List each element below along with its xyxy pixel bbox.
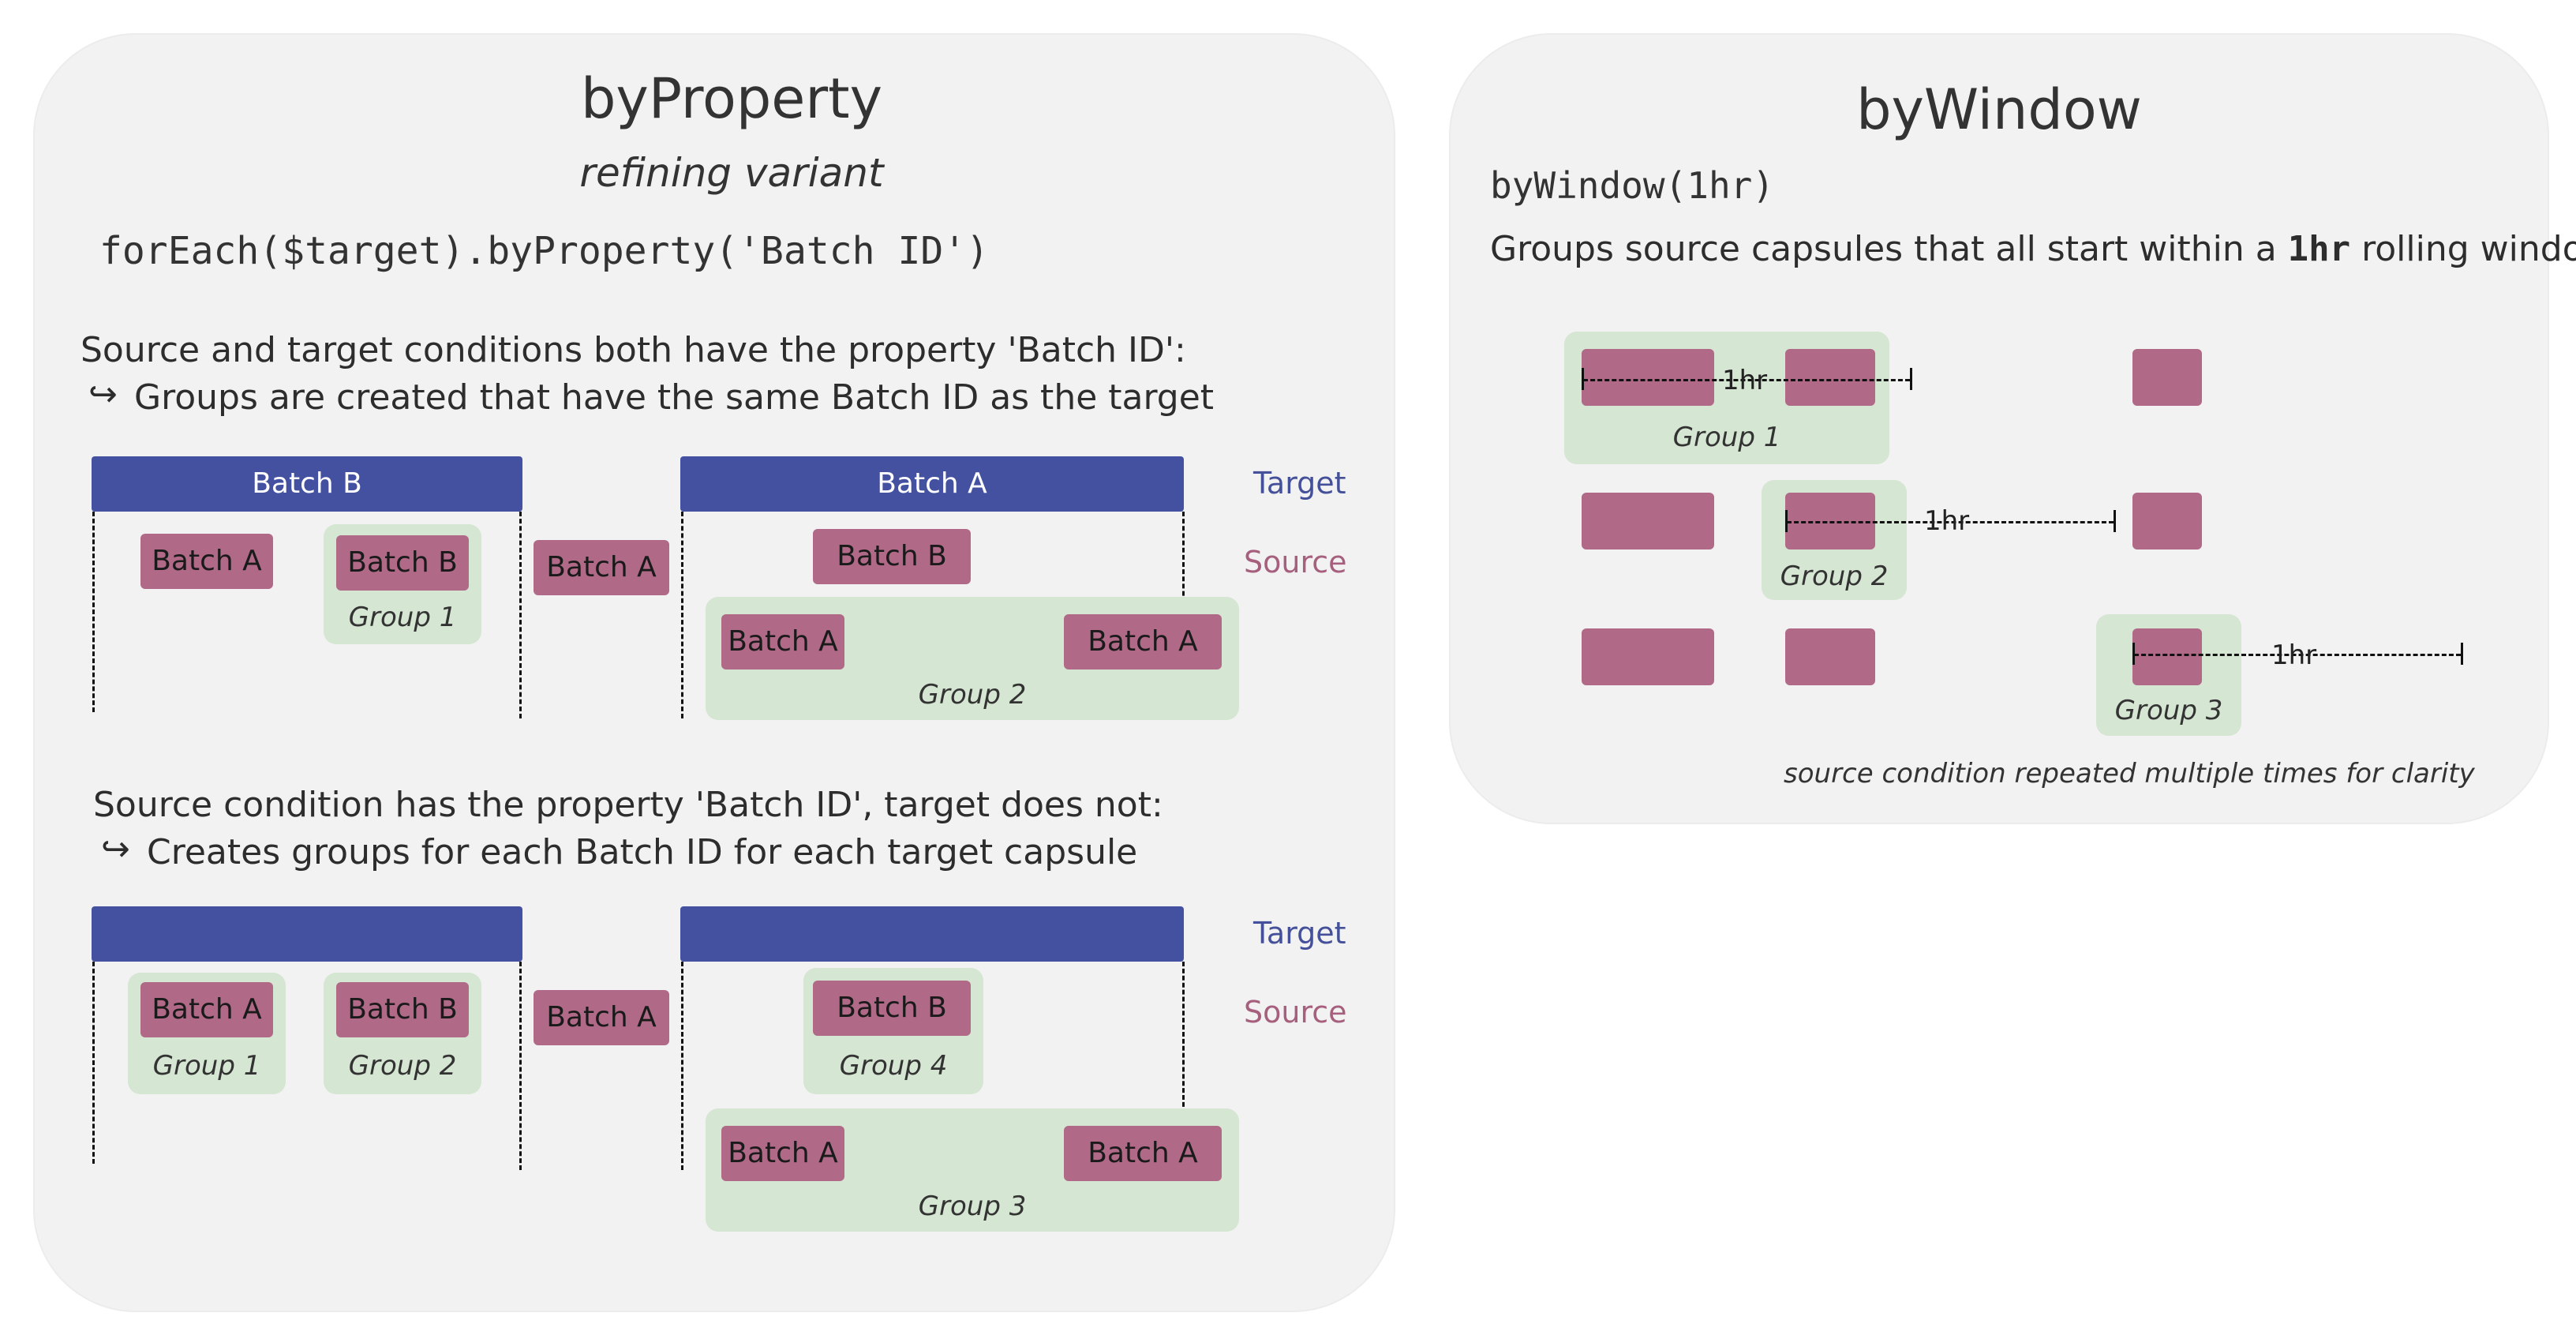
source-capsule bbox=[1785, 349, 1875, 406]
target-boundary-line bbox=[519, 512, 522, 718]
window-start-tick bbox=[1785, 510, 1788, 532]
source-capsule bbox=[2132, 628, 2202, 685]
source-capsule: Batch A bbox=[721, 1126, 844, 1181]
window-duration-label: 1hr bbox=[1924, 505, 1970, 537]
bywindow-code: byWindow(1hr) bbox=[1490, 164, 1775, 207]
source-capsule bbox=[1582, 493, 1714, 549]
target-boundary-line bbox=[681, 962, 683, 1170]
window-span-line bbox=[2134, 654, 2461, 656]
window-span-line bbox=[1787, 521, 2114, 523]
source-capsule: Batch A bbox=[140, 982, 273, 1037]
source-capsule: Batch A bbox=[721, 614, 844, 670]
group-label: Group 2 bbox=[348, 1050, 457, 1082]
window-span-line bbox=[1583, 379, 1910, 381]
target-boundary-line bbox=[519, 962, 522, 1170]
group-label: Group 1 bbox=[1672, 422, 1781, 453]
window-duration-label: 1hr bbox=[1722, 365, 1768, 396]
bywindow-title: byWindow bbox=[1856, 77, 2142, 142]
source-capsule: Batch A bbox=[1064, 1126, 1222, 1181]
source-capsule bbox=[2132, 349, 2202, 406]
window-end-tick bbox=[1910, 368, 1912, 390]
source-capsule bbox=[2132, 493, 2202, 549]
group-label: Group 3 bbox=[2114, 695, 2223, 726]
target-boundary-line bbox=[92, 962, 95, 1164]
bywindow-description: Groups source capsules that all start wi… bbox=[1490, 229, 2576, 269]
target-boundary-line bbox=[1182, 962, 1185, 1170]
source-capsule: Batch A bbox=[140, 534, 273, 589]
legend-source: Source bbox=[1244, 545, 1347, 579]
target-capsule bbox=[680, 906, 1184, 962]
target-boundary-line bbox=[681, 512, 683, 718]
bywindow-desc-bold: 1hr bbox=[2287, 229, 2351, 269]
legend-source: Source bbox=[1244, 995, 1347, 1030]
bywindow-desc-text: Groups source capsules that all start wi… bbox=[1490, 229, 2288, 269]
target-capsule-batch-a: Batch A bbox=[680, 456, 1184, 512]
section2-arrow-icon: ↪ bbox=[101, 829, 130, 869]
group-label: Group 3 bbox=[918, 1191, 1027, 1222]
section1-result: Groups are created that have the same Ba… bbox=[134, 377, 1215, 418]
window-duration-label: 1hr bbox=[2271, 639, 2317, 671]
byproperty-title: byProperty bbox=[580, 66, 883, 131]
source-capsule: Batch B bbox=[813, 981, 971, 1036]
bywindow-desc-text: rolling window bbox=[2361, 229, 2576, 269]
group-label: Group 1 bbox=[348, 602, 457, 633]
section2-description: Source condition has the property 'Batch… bbox=[93, 785, 1163, 825]
byproperty-code: forEach($target).byProperty('Batch ID') bbox=[99, 229, 990, 273]
section1-arrow-icon: ↪ bbox=[88, 374, 118, 414]
target-capsule bbox=[92, 906, 522, 962]
window-start-tick bbox=[1582, 368, 1584, 390]
target-boundary-line bbox=[92, 512, 95, 712]
target-capsule-batch-b: Batch B bbox=[92, 456, 522, 512]
legend-target: Target bbox=[1253, 466, 1346, 501]
byproperty-subtitle: refining variant bbox=[579, 150, 884, 196]
source-capsule bbox=[1582, 349, 1714, 406]
window-end-tick bbox=[2461, 643, 2463, 665]
group-label: Group 4 bbox=[839, 1050, 948, 1082]
window-end-tick bbox=[2114, 510, 2116, 532]
source-capsule: Batch B bbox=[336, 535, 469, 591]
group-label: Group 1 bbox=[152, 1050, 261, 1082]
legend-target: Target bbox=[1253, 916, 1346, 951]
section1-description: Source and target conditions both have t… bbox=[80, 330, 1186, 370]
clarity-note: source condition repeated multiple times… bbox=[1784, 758, 2475, 790]
section2-result: Creates groups for each Batch ID for eac… bbox=[147, 832, 1138, 872]
window-start-tick bbox=[2132, 643, 2135, 665]
source-capsule: Batch A bbox=[1064, 614, 1222, 670]
source-capsule: Batch B bbox=[336, 982, 469, 1037]
source-capsule bbox=[1582, 628, 1714, 685]
group-label: Group 2 bbox=[918, 679, 1027, 711]
group-label: Group 2 bbox=[1780, 561, 1889, 592]
source-capsule: Batch B bbox=[813, 529, 971, 584]
source-capsule: Batch A bbox=[534, 540, 669, 595]
source-capsule bbox=[1785, 628, 1875, 685]
source-capsule: Batch A bbox=[534, 990, 669, 1045]
